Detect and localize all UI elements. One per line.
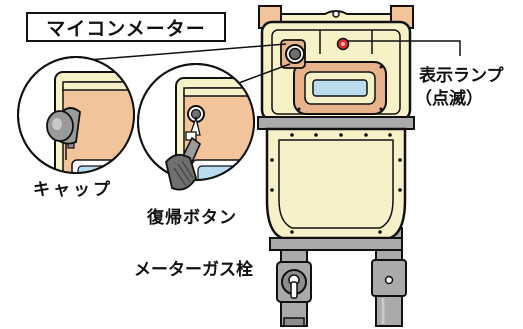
- meter-lower-body: [265, 127, 407, 240]
- indicator-lamp: [336, 37, 350, 51]
- indicator-lamp-leader: [348, 40, 461, 56]
- reset-knob: [165, 136, 201, 191]
- reset-button-on-meter: [280, 39, 306, 69]
- indicator-lamp-label-line1: 表示ランプ: [419, 66, 504, 86]
- outlet-pipe-connector: [371, 249, 407, 327]
- meter-gas-valve: [276, 249, 312, 327]
- cap-knob: [46, 107, 81, 145]
- diagram-title: マイコンメーター: [26, 12, 226, 42]
- reset-button-label: 復帰ボタン: [147, 208, 237, 228]
- display-window: [293, 61, 387, 115]
- reset-button-magnified-view: [137, 63, 255, 191]
- meter-bottom-bar: [269, 237, 403, 251]
- indicator-lamp-label-line2: （点滅）: [415, 89, 483, 109]
- callout-leader-lines: [87, 43, 291, 85]
- meter-gas-valve-label: メーターガス栓: [134, 260, 253, 280]
- cap-label: キャップ: [33, 180, 113, 200]
- meter-middle-band: [257, 116, 415, 130]
